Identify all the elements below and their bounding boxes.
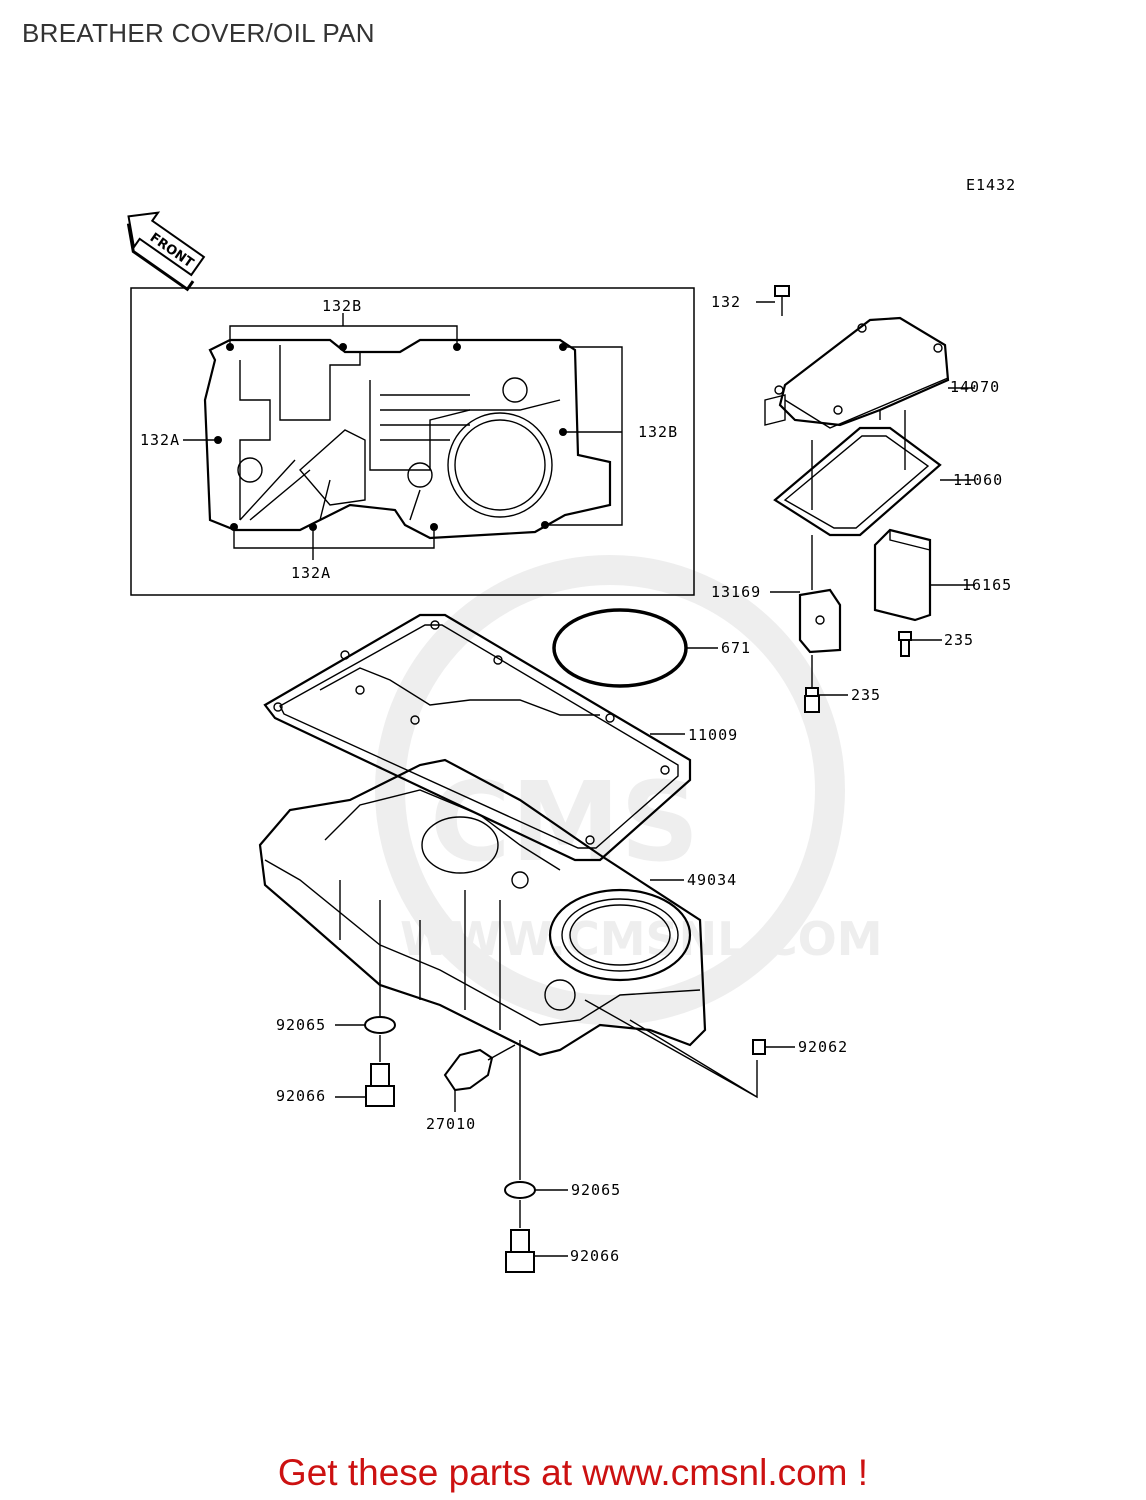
callout-13169: 13169 xyxy=(711,583,761,601)
callout-49034: 49034 xyxy=(687,871,737,889)
callout-132: 132 xyxy=(711,293,741,311)
callout-92065-b: 92065 xyxy=(571,1181,621,1199)
promo-link[interactable]: Get these parts at www.cmsnl.com ! xyxy=(277,1452,869,1493)
callout-671: 671 xyxy=(721,639,751,657)
bolt-132 xyxy=(774,285,790,316)
callout-92065-a: 92065 xyxy=(276,1016,326,1034)
callout-11009: 11009 xyxy=(688,726,738,744)
diagram-title: BREATHER COVER/OIL PAN xyxy=(22,18,375,48)
drain-plug-92066-b xyxy=(505,1229,535,1273)
screw-235-a xyxy=(898,631,912,657)
diagram-code: E1432 xyxy=(966,176,1016,194)
callout-132B-right: 132B xyxy=(638,423,678,441)
screw-235-b xyxy=(804,687,820,713)
callout-92066-b: 92066 xyxy=(570,1247,620,1265)
callout-27010: 27010 xyxy=(426,1115,476,1133)
o-ring-671 xyxy=(552,608,688,688)
parts-diagram: CMS WWW.CMSNL.COM E1432 FRONT xyxy=(126,176,1016,1273)
crankcase-bottom-view xyxy=(183,313,623,560)
drain-plug-92066-a xyxy=(365,1063,395,1107)
plate-16165 xyxy=(873,528,932,622)
watermark-logo: CMS WWW.CMSNL.COM xyxy=(375,555,883,1025)
callout-235-a: 235 xyxy=(944,631,974,649)
washer-92065-b xyxy=(504,1181,536,1199)
callout-92066-a: 92066 xyxy=(276,1087,326,1105)
callout-92062: 92062 xyxy=(798,1038,848,1056)
inset-box xyxy=(130,287,695,596)
gasket-11060 xyxy=(773,426,942,537)
gasket-11009 xyxy=(263,613,692,862)
callout-132A-left: 132A xyxy=(140,431,180,449)
callout-235-b: 235 xyxy=(851,686,881,704)
callout-132A-bottom: 132A xyxy=(291,564,331,582)
front-arrow-icon: FRONT xyxy=(126,211,206,292)
callout-14070: 14070 xyxy=(950,378,1000,396)
callout-16165: 16165 xyxy=(962,576,1012,594)
plate-13169 xyxy=(798,588,842,654)
switch-27010 xyxy=(443,1044,516,1092)
callout-132B-top: 132B xyxy=(322,297,362,315)
callout-11060: 11060 xyxy=(953,471,1003,489)
svg-text:WWW.CMSNL.COM: WWW.CMSNL.COM xyxy=(400,912,883,966)
svg-text:CMS: CMS xyxy=(430,758,699,886)
breather-cover-14070 xyxy=(764,316,950,429)
plug-92062 xyxy=(752,1039,766,1055)
washer-92065-a xyxy=(364,1016,396,1034)
